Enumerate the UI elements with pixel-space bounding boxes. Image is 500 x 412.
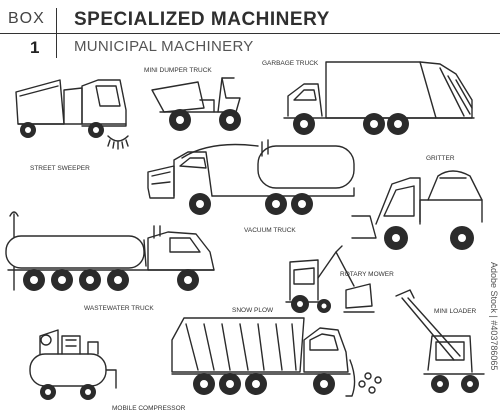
stock-id: Adobe Stock | #403786065 (489, 262, 499, 371)
box-number: 1 (30, 38, 40, 57)
page-title: SPECIALIZED MACHINERY (74, 9, 330, 30)
rotary-mower-icon (285, 245, 375, 313)
garbage-truck-label: GARBAGE TRUCK (262, 60, 319, 67)
box-label: BOX (8, 10, 45, 27)
mini-dumper-truck-icon (151, 77, 241, 131)
header: BOX 1 SPECIALIZED MACHINERY MUNICIPAL MA… (0, 0, 500, 60)
vacuum-truck-icon (147, 139, 355, 215)
stock-watermark: Adobe Stock | #403786065 (489, 262, 500, 412)
mini-loader-label: MINI LOADER (434, 308, 477, 315)
snow-plow-icon (171, 317, 382, 397)
vacuum-truck-label: VACUUM TRUCK (244, 227, 296, 234)
garbage-truck-icon (283, 61, 475, 135)
mobile-compressor-icon (29, 329, 117, 400)
gritter-icon (351, 170, 483, 250)
wastewater-truck-label: WASTEWATER TRUCK (84, 305, 154, 312)
street-sweeper-label: STREET SWEEPER (30, 165, 90, 172)
gritter-label: GRITTER (426, 155, 455, 162)
wastewater-truck-icon (5, 211, 215, 291)
mini-loader-icon (395, 289, 485, 393)
rotary-mower-label: ROTARY MOWER (340, 271, 394, 278)
header-divider (0, 33, 500, 34)
header-vertical-divider (56, 8, 57, 58)
street-sweeper-icon (15, 79, 129, 150)
mini-dumper-truck-label: MINI DUMPER TRUCK (144, 67, 212, 74)
mobile-compressor-label: MOBILE COMPRESSOR (112, 405, 186, 412)
snow-plow-label: SNOW PLOW (232, 307, 274, 314)
page-subtitle: MUNICIPAL MACHINERY (74, 38, 254, 55)
